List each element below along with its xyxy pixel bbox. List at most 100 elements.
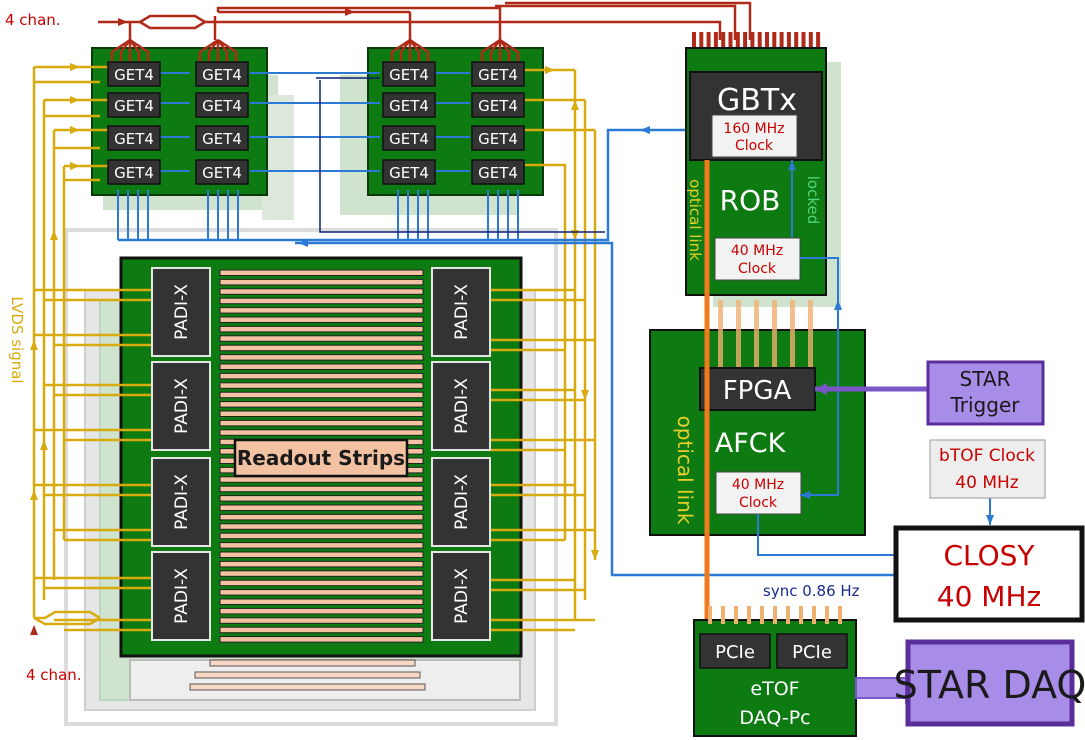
get4-chip: GET4 — [195, 125, 249, 151]
red-input-cables — [98, 1, 752, 40]
daq-connector-pins — [708, 606, 842, 624]
get4-chip: GET4 — [195, 159, 249, 185]
daq-pin — [799, 606, 803, 624]
get4-navy-lines — [316, 77, 605, 233]
get4-chip: GET4 — [382, 159, 436, 185]
daq-pin — [773, 606, 777, 624]
rob-pin — [706, 32, 711, 50]
rob-pin — [816, 32, 821, 50]
readout-strip — [219, 325, 424, 333]
readout-strip — [219, 372, 424, 380]
readout-strip — [219, 410, 424, 417]
pcie-right-label: PCIe — [792, 642, 832, 663]
padi-label: PADI-X — [452, 474, 472, 530]
padi-label: PADI-X — [172, 568, 192, 624]
pcie-left-label: PCIe — [715, 642, 755, 663]
rob-pin — [765, 32, 769, 50]
rob-pin — [735, 32, 740, 50]
padi-label: PADI-X — [172, 284, 192, 340]
afck-clock-line1: 40 MHz — [732, 477, 784, 493]
optical-link-afck-label: optical link — [673, 416, 697, 525]
daq-pin — [760, 606, 764, 624]
afck-clock-line2: Clock — [739, 495, 778, 511]
padi-chip: PADI-X — [431, 457, 491, 547]
star-daq-label: STAR DAQ — [894, 663, 1085, 707]
bottom-input-label: 4 chan. — [26, 666, 82, 684]
get4-label: GET4 — [478, 97, 518, 115]
readout-strip — [219, 476, 424, 483]
rob-pin — [750, 32, 755, 50]
afck-pin — [772, 300, 777, 368]
readout-strip — [219, 269, 424, 276]
get4-label: GET4 — [389, 66, 429, 84]
readout-strip — [219, 579, 424, 587]
rob-pin — [801, 32, 806, 50]
btof-clock-line2: 40 MHz — [955, 473, 1018, 493]
red-arrows — [30, 8, 355, 635]
readout-strip — [219, 513, 424, 521]
daq-pin — [734, 606, 738, 624]
readout-strip — [219, 542, 424, 549]
get4-blue-lines — [117, 72, 896, 577]
get4-label: GET4 — [389, 164, 429, 182]
get4-label: GET4 — [202, 164, 242, 182]
star-trigger-line2: Trigger — [950, 393, 1021, 417]
daq-pin — [747, 606, 751, 624]
closy-box: CLOSY 40 MHz — [893, 525, 1085, 623]
get4-label: GET4 — [202, 97, 242, 115]
closy-line2: 40 MHz — [937, 580, 1041, 613]
get4-chip: GET4 — [471, 92, 525, 118]
padi-chip: PADI-X — [431, 551, 491, 641]
readout-strip — [219, 278, 424, 286]
readout-strip — [219, 551, 424, 558]
blue-arrows — [298, 126, 650, 247]
padi-chip: PADI-X — [431, 267, 491, 357]
rob-clock-line1: 40 MHz — [731, 243, 783, 259]
rob-pin — [772, 32, 777, 50]
get4-chip: GET4 — [107, 125, 161, 151]
rob-pin — [743, 32, 748, 50]
get4-chips: GET4GET4GET4GET4GET4GET4GET4GET4GET4GET4… — [107, 61, 525, 185]
lvds-wiring — [32, 65, 597, 632]
red-fanouts — [110, 38, 520, 62]
readout-strip — [219, 288, 424, 295]
get4-chip: GET4 — [195, 61, 249, 87]
afck-board: FPGA AFCK 40 MHz Clock optical link — [649, 300, 866, 536]
get4-label: GET4 — [114, 164, 154, 182]
get4-chip: GET4 — [107, 61, 161, 87]
btof-clock-box: bTOF Clock 40 MHz — [929, 439, 1046, 499]
get4-label: GET4 — [202, 66, 242, 84]
gbtx-clock-line2: Clock — [735, 138, 774, 154]
get4-chip: GET4 — [471, 61, 525, 87]
padi-chip: PADI-X — [431, 361, 491, 451]
afck-pin — [790, 300, 795, 368]
padi-label: PADI-X — [452, 568, 472, 624]
readout-strip — [219, 617, 424, 624]
get4-label: GET4 — [478, 164, 518, 182]
padi-label: PADI-X — [172, 474, 192, 530]
readout-strip — [219, 344, 424, 352]
readout-strip — [219, 382, 424, 389]
readout-strip — [219, 598, 424, 605]
padi-chip: PADI-X — [151, 551, 211, 641]
star-trigger-box: STAR Trigger — [815, 360, 1045, 426]
get4-chip: GET4 — [382, 92, 436, 118]
get4-chip: GET4 — [382, 125, 436, 151]
locked-label: locked — [804, 176, 822, 225]
readout-strips-label: Readout Strips — [237, 446, 405, 470]
readout-strip — [219, 570, 424, 577]
btof-clock-line1: bTOF Clock — [939, 446, 1035, 466]
readout-strip — [219, 297, 424, 305]
readout-strip — [219, 636, 424, 643]
readout-strip — [219, 354, 424, 361]
rob-pin — [779, 32, 784, 50]
lower-strip-shadow — [189, 659, 426, 691]
readout-strip — [219, 485, 424, 493]
rob-pin — [757, 32, 762, 50]
rob-clock-line2: Clock — [738, 261, 777, 277]
get4-chip: GET4 — [107, 92, 161, 118]
readout-strip — [219, 495, 424, 502]
readout-strip — [219, 316, 424, 323]
afck-connector-pins — [718, 300, 813, 368]
